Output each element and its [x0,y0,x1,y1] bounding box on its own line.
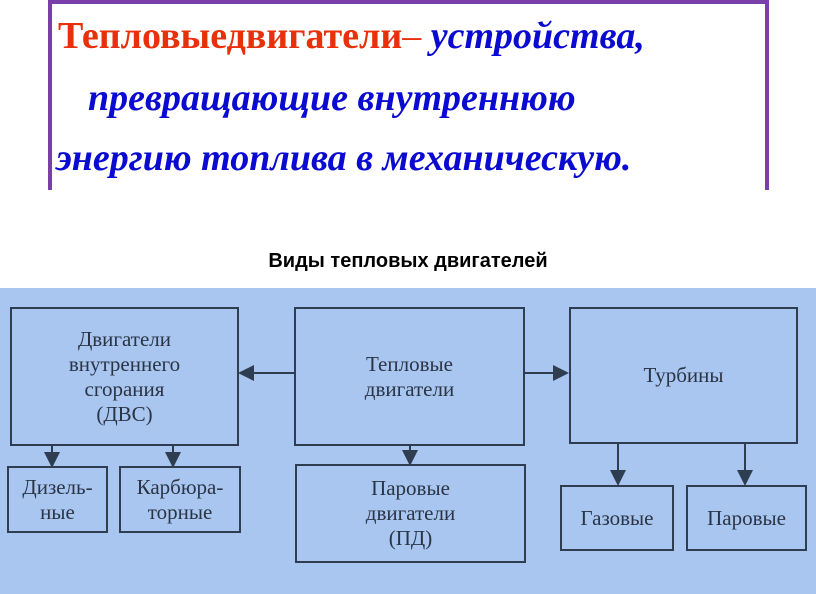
definition-term: Тепловыедвигатели [58,15,403,57]
box-steam-turbines: Паровые [686,485,807,551]
definition-line-2: превращающие внутреннюю [88,77,576,119]
box-turbines: Турбины [569,307,798,444]
box-ice: Двигатели внутреннего сгорания (ДВС) [10,307,239,446]
definition-line-3: энергию топлива в механическую. [56,137,632,179]
definition-frame [48,0,769,190]
definition-line-1: Тепловыедвигатели– устройства, [58,14,645,58]
definition-dash: – [402,15,422,57]
diagram-title: Виды тепловых двигателей [268,250,548,272]
box-diesel: Дизель- ные [7,466,108,533]
definition-text: устройства, [421,15,645,57]
box-carburetor: Карбюра- торные [119,466,241,533]
box-heat-engines: Тепловые двигатели [294,307,525,446]
box-gas-turbines: Газовые [560,485,674,551]
engine-types-diagram [0,288,816,594]
box-steam-engines: Паровые двигатели (ПД) [295,464,526,563]
